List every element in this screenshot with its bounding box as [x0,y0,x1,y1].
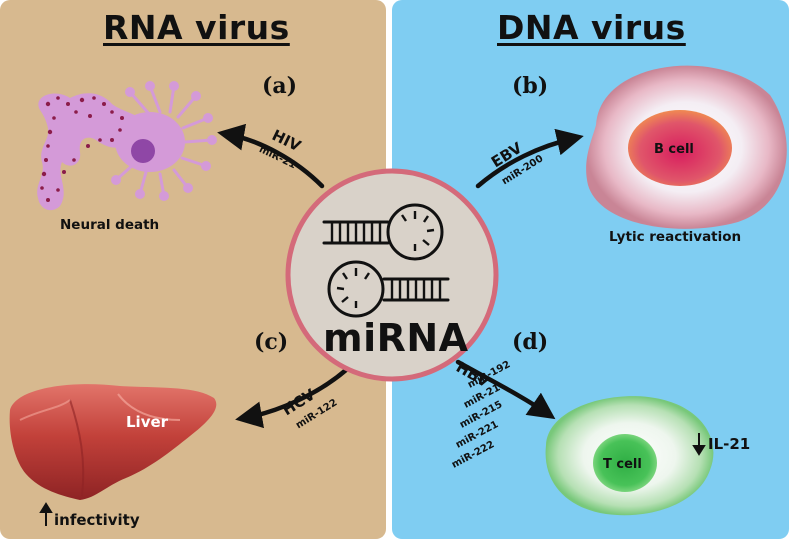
b-cell-illustration [586,65,787,229]
panel-a-label: (a) [262,73,298,99]
arrow-ebv [475,128,584,189]
t-cell-illustration [545,396,714,516]
neural-death-caption: Neural death [60,217,160,233]
dna-virus-heading: DNA virus [497,8,686,47]
up-arrow-icon [39,502,53,526]
neuron-illustration [37,81,217,211]
infectivity-caption: infectivity [54,511,140,529]
arrow-hbv [455,359,556,420]
liver-illustration [9,384,217,500]
lytic-reactivation-caption: Lytic reactivation [609,229,742,245]
b-cell-label: B cell [654,142,694,157]
arrow-hiv [217,123,325,189]
down-arrow-icon [692,433,706,456]
rna-virus-heading: RNA virus [103,8,290,47]
liver-label: Liver [126,413,169,431]
panel-d-label: (d) [512,329,549,355]
mirna-circle [285,168,499,382]
mirna-center-label: miRNA [323,316,469,360]
panel-b-label: (b) [512,73,549,99]
il-21-caption: IL-21 [708,435,751,453]
panel-c-label: (c) [254,329,289,355]
t-cell-label: T cell [603,457,642,472]
arrow-hcv [235,367,349,429]
